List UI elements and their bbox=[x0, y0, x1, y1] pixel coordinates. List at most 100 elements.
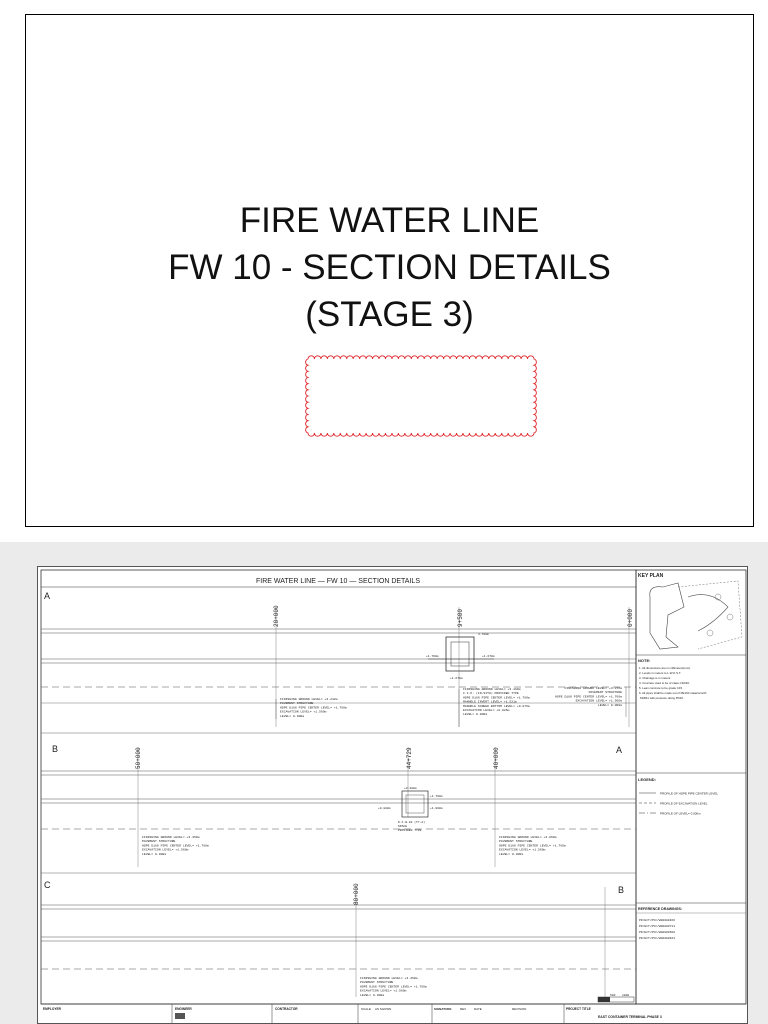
key-plan-title: KEY PLAN bbox=[638, 573, 664, 579]
note-7: SDR11 with pressure rating PN16. bbox=[639, 696, 684, 700]
callout-c-1: FINISHING GROUND LEVEL= +3.450m bbox=[360, 976, 418, 980]
svg-text:1. All dimensions are in mill: 1. All dimensions are in millimeters(mm)… bbox=[639, 666, 707, 700]
reference-drawings: REFERENCE DRAWINGS: PD/ECT/PVC/W00000466… bbox=[636, 907, 746, 940]
references-title: REFERENCE DRAWINGS: bbox=[638, 907, 682, 911]
callout-a-left-5: LEVEL= 0.000m bbox=[280, 714, 304, 718]
section-b-label: B bbox=[52, 744, 58, 754]
reference-2: PD/ECT/PVC/W00000711 bbox=[639, 924, 675, 928]
valve-chamber-section-b bbox=[401, 790, 429, 818]
chainage-b-1: 50+000 bbox=[135, 747, 142, 769]
chainage-a-3: 0+000 bbox=[627, 609, 634, 627]
title-block: EMPLOYER ENGINEER CONTRACTOR SCALE AS SH… bbox=[41, 1003, 746, 1023]
callout-b-left-1: FINISHING GROUND LEVEL= +3.450m bbox=[142, 835, 200, 839]
callout-b-right-1: FINISHING GROUND LEVEL= +3.060m bbox=[499, 835, 557, 839]
note-5: 5. Lean concrete to be grade C15. bbox=[639, 686, 683, 690]
legend-item-3: PROFILE OF LEVEL= 0.000m bbox=[660, 812, 701, 816]
callout-c-4: EXCAVATION LEVEL= +1.560m bbox=[360, 989, 407, 993]
callout-b-left-5: LEVEL= 0.000m bbox=[142, 852, 166, 856]
dim-b-1: +3.380m bbox=[404, 787, 417, 790]
cover-title: FIRE WATER LINE FW 10 - SECTION DETAILS … bbox=[26, 197, 753, 338]
date-label: DATE bbox=[474, 1007, 482, 1011]
scale-bar-1: 500 bbox=[610, 994, 616, 997]
drawing-frame bbox=[40, 569, 637, 1005]
callout-b-right-2: PAVEMENT STRUCTURE bbox=[499, 839, 533, 843]
revision-cloud bbox=[305, 355, 537, 437]
callout-b-left-4: EXCAVATION LEVEL= +1.560m bbox=[142, 848, 189, 852]
employer-label: EMPLOYER bbox=[43, 1007, 62, 1011]
callout-c-3: HDPE D160 PIPE CENTER LEVEL= +1.760m bbox=[360, 984, 427, 988]
callout-b-right-5: LEVEL= 0.000m bbox=[499, 852, 523, 856]
drawing-sheet: FIRE WATER LINE — FW 10 — SECTION DETAIL… bbox=[37, 566, 748, 1024]
cover-title-line-1: FIRE WATER LINE bbox=[239, 201, 540, 240]
project-name: EAST CONTAINER TERMINAL PHASE 3 bbox=[598, 1015, 662, 1019]
callout-a-mid-6: EXCAVATION LEVEL= +0.826m bbox=[463, 708, 510, 712]
scale-bar-2: 1000 bbox=[622, 994, 629, 997]
svg-text:FINISHING GROUND LEVEL= +3.060: FINISHING GROUND LEVEL= +3.060mPAVEMENT … bbox=[499, 835, 566, 856]
cover-sheet: FIRE WATER LINE FW 10 - SECTION DETAILS … bbox=[25, 14, 754, 527]
engineer-logo bbox=[175, 1013, 185, 1019]
legend-item-1: PROFILE OF HDPE PIPE CENTER LEVEL bbox=[660, 792, 718, 796]
callout-b-mid-2: SPACE bbox=[398, 825, 407, 828]
note-3: 3. Chainage is in meters. bbox=[639, 676, 671, 680]
legend: LEGEND: PROFILE OF HDPE PIPE CENTER LEVE… bbox=[636, 777, 746, 904]
contractor-label: CONTRACTOR bbox=[275, 1007, 298, 1011]
callout-b-mid-3: PROVIDED TYPE bbox=[398, 829, 422, 832]
manhole-section-a bbox=[445, 636, 475, 672]
svg-text:FINISHING GROUND LEVEL= +3.076: FINISHING GROUND LEVEL= +3.076mPAVEMENT … bbox=[555, 686, 622, 707]
callout-a-right-2: PAVEMENT STRUCTURE bbox=[589, 690, 623, 694]
callout-a-right-3: HDPE D160 PIPE CENTER LEVEL= +1.760m bbox=[555, 694, 622, 698]
key-plan: KEY PLAN bbox=[636, 573, 746, 656]
dim-a-4: 3.700m bbox=[478, 633, 489, 636]
section-b-match: A bbox=[616, 745, 622, 755]
chainage-b-2: 44+729 bbox=[406, 747, 413, 769]
section-b: B A 50+000 44+729 40+000 +3.380m +1.760m… bbox=[41, 732, 636, 867]
chainage-c-1: 80+000 bbox=[353, 883, 360, 905]
callout-a-mid-3: HDPE D160 PIPE CENTER LEVEL= +1.760m bbox=[463, 695, 530, 699]
callout-a-mid-2: C.I.P. (IN-SITU) PROVIDED TYPE bbox=[463, 691, 519, 695]
dim-b-4: +0.880m bbox=[378, 807, 391, 810]
key-plan-outline bbox=[649, 582, 685, 650]
signature-label: SIGNATURE bbox=[434, 1007, 451, 1011]
note-2: 2. Levels in meters to L.W.O.S.T. bbox=[639, 671, 681, 675]
note-4: 4. Concrete used to be of class C32/40. bbox=[639, 681, 690, 685]
reference-1: PD/ECT/PVC/W00000466 bbox=[639, 918, 675, 922]
reference-4: PD/ECT/PVC/W00000623 bbox=[639, 936, 675, 940]
callout-a-mid-7: LEVEL= 0.000m bbox=[463, 712, 487, 716]
engineer-label: ENGINEER bbox=[175, 1007, 192, 1011]
callout-a-right-1: FINISHING GROUND LEVEL= +3.076m bbox=[564, 686, 622, 690]
drawing-canvas: FIRE WATER LINE — FW 10 — SECTION DETAIL… bbox=[40, 569, 747, 1023]
section-c-label: C bbox=[44, 880, 51, 890]
reference-3: PD/ECT/PVC/W00000589 bbox=[639, 930, 675, 934]
chainage-a-2: 9+500 bbox=[457, 609, 464, 627]
scale-value: AS SHOWN bbox=[375, 1007, 391, 1011]
callout-a-left-4: EXCAVATION LEVEL= +1.560m bbox=[280, 710, 327, 714]
revision-label: REVISION bbox=[512, 1007, 526, 1011]
dim-a-2: +1.670m bbox=[482, 655, 495, 658]
callout-c-2: PAVEMENT STRUCTURE bbox=[360, 980, 394, 984]
chainage-b-3: 40+000 bbox=[493, 747, 500, 769]
legend-item-2: PROFILE OF EXCAVATION LEVEL bbox=[660, 802, 708, 806]
callout-b-right-3: HDPE D160 PIPE CENTER LEVEL= +1.760m bbox=[499, 843, 566, 847]
dim-b-3: +1.000m bbox=[430, 807, 443, 810]
dim-a-1: +1.760m bbox=[426, 655, 439, 658]
callout-c-5: LEVEL= 0.000m bbox=[360, 993, 384, 997]
notes-title: NOTE: bbox=[638, 658, 650, 663]
callout-a-right-5: LEVEL= 0.000m bbox=[598, 703, 622, 707]
dim-b-2: +1.760m bbox=[430, 795, 443, 798]
callout-a-left-3: HDPE D160 PIPE CENTER LEVEL= +1.760m bbox=[280, 705, 347, 709]
project-title-label: PROJECT TITLE bbox=[566, 1007, 591, 1011]
section-a: A 20+000 9+500 0+000 +1.760m 3.700m +1.6… bbox=[41, 591, 636, 727]
callout-a-left-1: FINISHING GROUND LEVEL= +3.242m bbox=[280, 697, 338, 701]
svg-text:FINISHING GROUND LEVEL= +3.242: FINISHING GROUND LEVEL= +3.242mPAVEMENT … bbox=[280, 697, 347, 718]
cover-title-line-3: (STAGE 3) bbox=[305, 295, 474, 334]
svg-text:FINISHING GROUND LEVEL= +3.450: FINISHING GROUND LEVEL= +3.450mPAVEMENT … bbox=[142, 835, 209, 856]
section-a-label: A bbox=[44, 591, 50, 601]
callout-a-mid-1: FINISHING GROUND LEVEL= +3.160m bbox=[463, 687, 521, 691]
sheet-title: FIRE WATER LINE — FW 10 — SECTION DETAIL… bbox=[256, 578, 420, 585]
